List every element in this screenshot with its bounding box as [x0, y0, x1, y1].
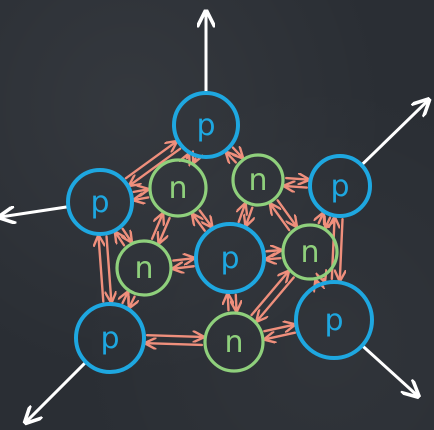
proton-circle-icon — [194, 222, 266, 294]
neutron-circle-icon — [203, 311, 265, 373]
force-arrow — [271, 205, 291, 232]
neutron-label: n — [248, 163, 267, 198]
nuclear-force-arrows — [99, 142, 343, 345]
neutron-label: n — [224, 325, 243, 360]
proton-circle-icon — [308, 154, 372, 218]
proton-p-center: p — [194, 222, 266, 294]
force-arrow — [263, 325, 293, 331]
force-arrow — [285, 178, 307, 180]
force-arrow — [124, 142, 175, 180]
force-arrow — [174, 266, 195, 268]
force-arrow — [319, 214, 323, 223]
proton-circle-icon — [172, 91, 240, 159]
force-arrow — [99, 237, 104, 303]
repulsion-arrow-lower-right — [362, 345, 417, 395]
neutron-circle-icon — [115, 239, 173, 297]
force-arrow — [123, 227, 131, 241]
force-arrow — [267, 258, 282, 259]
force-arrow — [147, 343, 204, 345]
force-arrow — [265, 250, 280, 251]
force-arrow — [123, 293, 128, 303]
force-arrow — [150, 215, 162, 241]
neutron-label: n — [168, 171, 187, 206]
neutron-circle-icon — [148, 158, 208, 218]
force-arrow — [236, 293, 237, 310]
force-arrow — [326, 218, 330, 227]
neutron-n-upper-right: n — [231, 153, 285, 207]
force-arrow — [246, 206, 252, 225]
proton-p-left: p — [66, 168, 134, 236]
proton-circle-icon — [74, 302, 146, 374]
force-arrow — [135, 197, 150, 199]
proton-p-top: p — [172, 91, 240, 159]
neutron-n-bottom: n — [203, 311, 265, 373]
repulsion-arrow-left — [0, 205, 68, 217]
force-arrow — [228, 295, 229, 312]
neutron-circle-icon — [231, 153, 285, 207]
neutron-n-upper-left: n — [148, 158, 208, 218]
force-arrow — [250, 272, 288, 317]
force-arrow — [194, 159, 195, 162]
force-arrow — [172, 258, 192, 260]
repulsion-arrow-lower-left — [27, 361, 87, 421]
proton-label: p — [90, 185, 109, 220]
proton-label: p — [324, 303, 343, 338]
force-arrow — [276, 199, 296, 225]
force-arrow — [132, 190, 147, 192]
neutron-n-left: n — [115, 239, 173, 297]
proton-p-lower-left: p — [74, 302, 146, 374]
force-arrow — [130, 297, 135, 307]
force-arrow — [227, 153, 236, 162]
proton-label: p — [196, 108, 215, 143]
neutron-label: n — [134, 251, 153, 286]
force-arrow — [233, 148, 242, 157]
force-arrow — [107, 235, 112, 301]
force-arrow — [159, 216, 171, 242]
proton-p-right: p — [308, 154, 372, 218]
proton-circle-icon — [66, 168, 134, 236]
repulsion-arrows — [0, 13, 428, 421]
force-arrow — [239, 205, 245, 224]
force-arrow — [131, 147, 182, 185]
force-arrow — [286, 186, 308, 188]
proton-label: p — [330, 169, 349, 204]
force-arrow — [116, 233, 124, 247]
proton-label: p — [100, 321, 119, 356]
force-arrow — [193, 215, 206, 232]
repulsion-arrow-upper-right — [361, 101, 428, 166]
force-arrow — [258, 276, 295, 321]
force-arrow — [198, 209, 211, 225]
proton-label: p — [220, 241, 239, 276]
proton-circle-icon — [294, 280, 374, 360]
proton-p-lower-right: p — [294, 280, 374, 360]
force-arrow — [187, 155, 188, 158]
neutron-label: n — [300, 235, 319, 270]
force-arrow — [145, 335, 202, 337]
force-arrow — [340, 217, 343, 279]
neutron-circle-icon — [281, 223, 339, 281]
force-arrow — [266, 333, 297, 339]
neutron-n-right: n — [281, 223, 339, 281]
